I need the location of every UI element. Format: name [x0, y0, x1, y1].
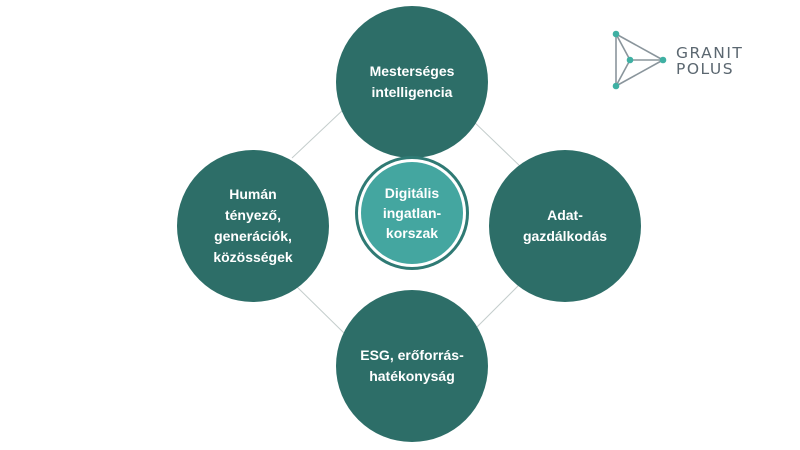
center-label: Digitális ingatlan- korszak [382, 185, 442, 241]
connector-top-right [469, 117, 523, 169]
node-label: Mesterséges intelligencia [369, 63, 455, 100]
logo-wordmark: GRANIT POLUS [676, 45, 743, 77]
node-esg-eroforras-hatekonysag: ESG, erőforrás- hatékonyság [336, 290, 488, 442]
node-label: ESG, erőforrás- hatékonyság [360, 347, 464, 384]
connector-left-top [291, 107, 346, 159]
node-mesterseges-intelligencia: Mesterséges intelligencia [336, 6, 488, 158]
node-human-tenyezo: Humán tényező, generációk, közösségek [177, 150, 329, 302]
connector-right-bottom [469, 281, 523, 335]
logo-line-2: POLUS [676, 60, 735, 78]
node-digitalis-ingatlankorszak: Digitális ingatlan- korszak [361, 162, 463, 264]
node-label: Adat- gazdálkodás [522, 207, 608, 244]
granit-polus-logo-icon [612, 30, 667, 90]
connector-bottom-left [291, 281, 346, 335]
logo-line-1: GRANIT [676, 44, 744, 62]
node-label: Humán tényező, generációk, közösségek [213, 186, 293, 265]
node-adatgazdalkodas: Adat- gazdálkodás [489, 150, 641, 302]
